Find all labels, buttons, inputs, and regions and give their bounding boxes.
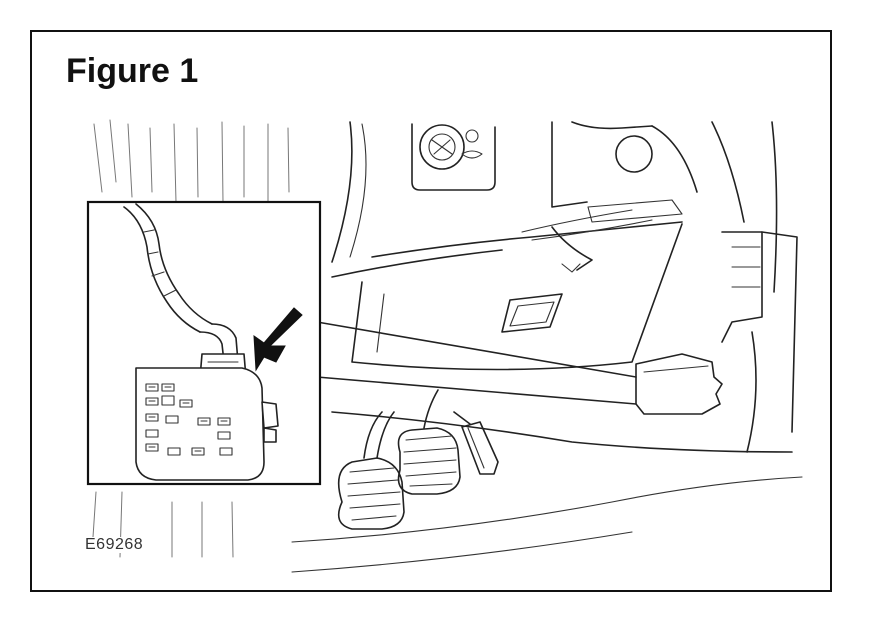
callout-leader	[316, 321, 637, 405]
fuse-slots	[145, 383, 233, 456]
reference-code: E69268	[82, 537, 147, 553]
inset-detail-panel	[86, 200, 322, 486]
arrow-icon	[253, 307, 303, 372]
fuse-box-location	[635, 353, 723, 415]
fuse-box-module	[135, 367, 265, 481]
headlamp-switch-knob	[419, 124, 465, 170]
dashboard-illustration	[86, 119, 803, 573]
figure-frame: Figure 1 E69268	[30, 30, 832, 592]
brake-pedal	[337, 457, 405, 530]
accelerator-pedal-left	[397, 427, 461, 495]
access-slot	[501, 293, 563, 333]
ignition-barrel	[615, 135, 653, 173]
accelerator-pedal	[461, 421, 499, 475]
dashboard-structure	[291, 121, 803, 573]
figure-title: Figure 1	[66, 52, 199, 90]
pedal-assembly	[337, 389, 499, 530]
background-hatching	[91, 119, 290, 558]
